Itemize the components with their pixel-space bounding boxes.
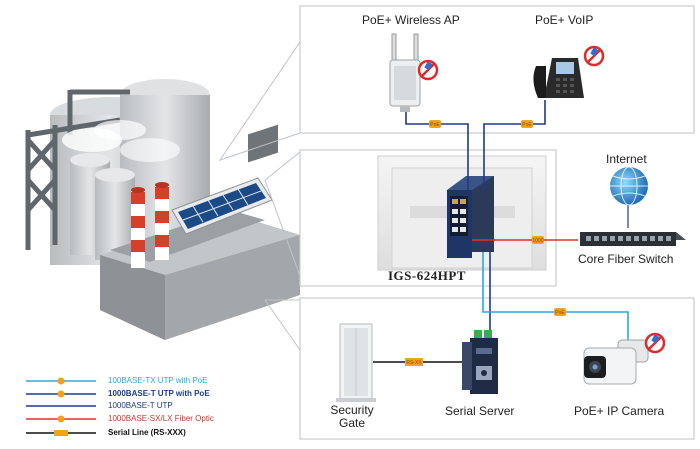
badge-poe-voip: PoE xyxy=(521,120,533,128)
badge-fiber: 1000 xyxy=(532,236,544,244)
legend-text-utp: 1000BASE-T UTP xyxy=(108,401,173,410)
panel-top xyxy=(299,5,695,134)
security-gate-label: Security Gate xyxy=(330,403,374,430)
no-power-icon xyxy=(417,59,439,81)
serial-server-label: Serial Server xyxy=(445,404,515,418)
legend-badge xyxy=(57,415,65,423)
badge-poe-ap: PoE xyxy=(429,120,441,128)
legend xyxy=(26,377,96,436)
cable-voip-switch xyxy=(483,100,546,190)
badge-serial: RS-XX xyxy=(405,358,423,366)
security-gate-icon xyxy=(336,323,376,402)
legend-badge xyxy=(57,377,65,385)
legend-text-utp-poe: 1000BASE-T UTP with PoE xyxy=(108,389,210,398)
voip-label: PoE+ VoIP xyxy=(535,13,594,27)
svg-text:1000: 1000 xyxy=(532,238,543,244)
internet-label: Internet xyxy=(606,152,647,166)
factory-illustration xyxy=(25,79,300,340)
serial-server-icon xyxy=(462,330,498,394)
ip-camera-label: PoE+ IP Camera xyxy=(574,404,665,418)
svg-text:PoE: PoE xyxy=(522,122,532,128)
legend-text-tx-poe: 100BASE-TX UTP with PoE xyxy=(108,376,208,385)
igs-switch-image xyxy=(447,176,494,258)
voip-phone-icon xyxy=(533,58,584,98)
legend-text-fiber: 1000BASE-SX/LX Fiber Optic xyxy=(108,414,214,423)
no-power-icon xyxy=(583,45,605,67)
internet-globe-icon xyxy=(610,166,648,206)
ip-camera-icon xyxy=(583,339,649,385)
core-fiber-switch-label: Core Fiber Switch xyxy=(578,252,674,266)
legend-text-serial: Serial Line (RS-XXX) xyxy=(108,428,186,437)
zoom-lines xyxy=(218,41,301,351)
main-switch-label: IGS-624HPT xyxy=(388,268,466,283)
no-power-icon xyxy=(644,332,666,354)
svg-text:PoE: PoE xyxy=(430,122,440,128)
wireless-ap-icon xyxy=(389,33,421,112)
svg-text:PoE: PoE xyxy=(555,310,565,316)
svg-text:RS-XX: RS-XX xyxy=(406,360,422,366)
badge-poe-camera: PoE xyxy=(554,308,566,316)
wireless-ap-label: PoE+ Wireless AP xyxy=(362,13,460,27)
legend-badge xyxy=(57,390,65,398)
core-fiber-switch-icon xyxy=(580,232,686,246)
legend-badge xyxy=(54,430,68,436)
